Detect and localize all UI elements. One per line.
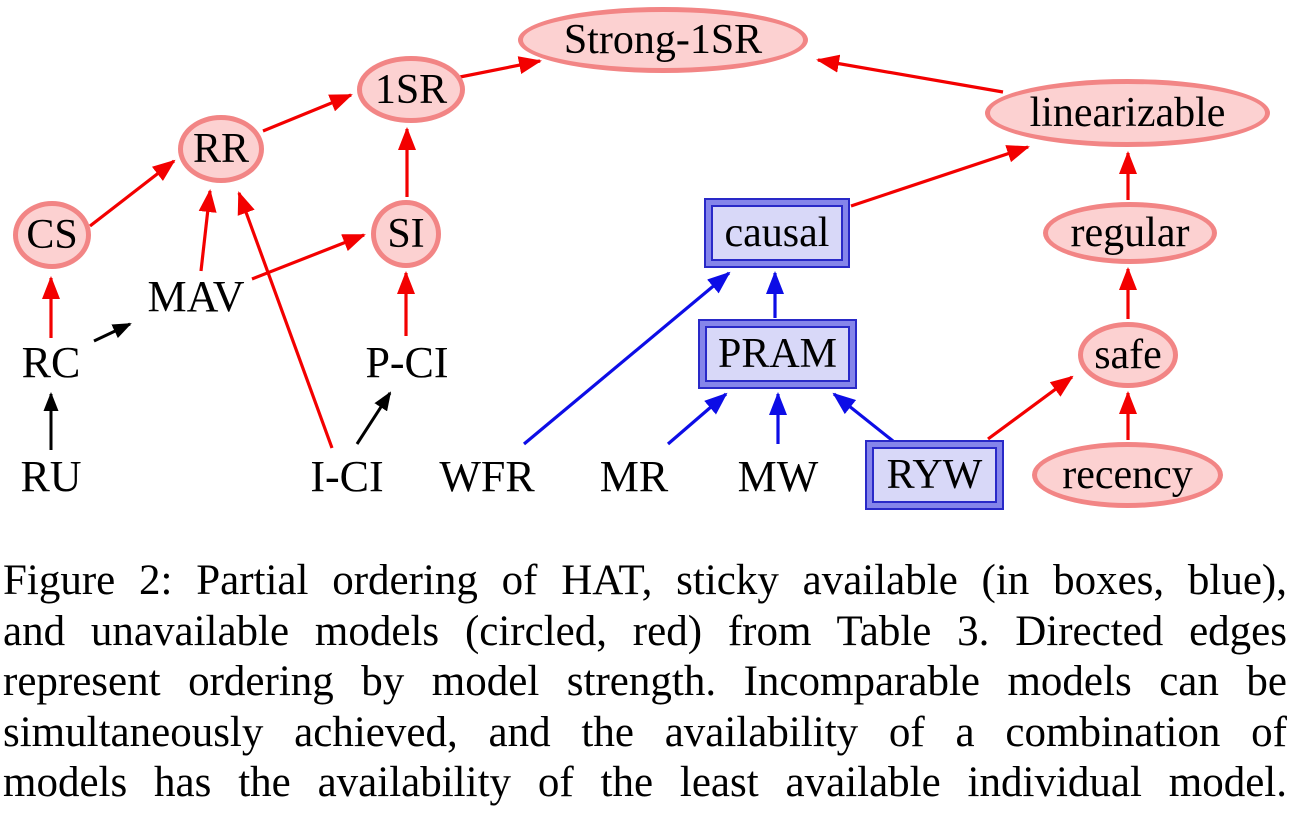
edge-ici-rr [237, 191, 334, 449]
edge-layer [42, 54, 1137, 450]
caption-line-1: Figure 2: Partial ordering of HAT, stick… [3, 557, 1287, 604]
partial-ordering-diagram: Strong-1SR 1SR linearizable RR CS SI reg… [13, 7, 1270, 508]
edge-ryw-safe [987, 375, 1074, 441]
node-mw: MW [737, 451, 819, 501]
edge-cs-rr [89, 159, 176, 228]
node-mav: MAV [147, 271, 245, 321]
node-rr: RR [178, 115, 264, 183]
node-p-ci: P-CI [365, 337, 449, 387]
edge-causal-linearizable [850, 145, 1030, 208]
figure-caption: Figure 2: Partial ordering of HAT, stick… [3, 556, 1287, 809]
edge-linearizable-strong1sr [816, 54, 1004, 94]
edge-wfr-causal [522, 271, 731, 446]
node-pram: PRAM [700, 321, 855, 387]
edge-rc-mav [93, 322, 132, 343]
node-1sr: 1SR [357, 56, 465, 123]
caption-line-4: simultaneously achieved, and the availab… [3, 708, 1287, 756]
edge-mav-si [251, 233, 366, 281]
caption-line-5: models has the availability of the least… [3, 759, 1287, 806]
node-linearizable: linearizable [985, 79, 1270, 147]
node-regular: regular [1043, 202, 1217, 264]
node-cs: CS [13, 201, 91, 269]
edge-rr-1sr [262, 93, 353, 133]
node-strong-1sr: Strong-1SR [518, 7, 808, 73]
node-wfr: WFR [439, 451, 535, 501]
node-mr: MR [599, 451, 669, 501]
node-recency: recency [1032, 442, 1223, 508]
node-si: SI [371, 200, 441, 268]
node-causal: causal [706, 200, 848, 266]
node-rc: RC [21, 337, 81, 387]
edge-mr-pram [666, 392, 728, 446]
node-i-ci: I-CI [310, 451, 384, 501]
edge-ryw-pram [832, 392, 894, 443]
caption-line-2: and unavailable models (circled, red) fr… [3, 607, 1287, 655]
edge-mav-rr [198, 189, 217, 272]
node-ru: RU [20, 451, 82, 501]
edge-ici-pci [355, 391, 392, 445]
edge-1sr-strong1sr [459, 56, 542, 79]
node-safe: safe [1078, 322, 1178, 388]
caption-line-3: represent ordering by model strength. In… [3, 658, 1287, 705]
node-ryw: RYW [867, 442, 1002, 508]
